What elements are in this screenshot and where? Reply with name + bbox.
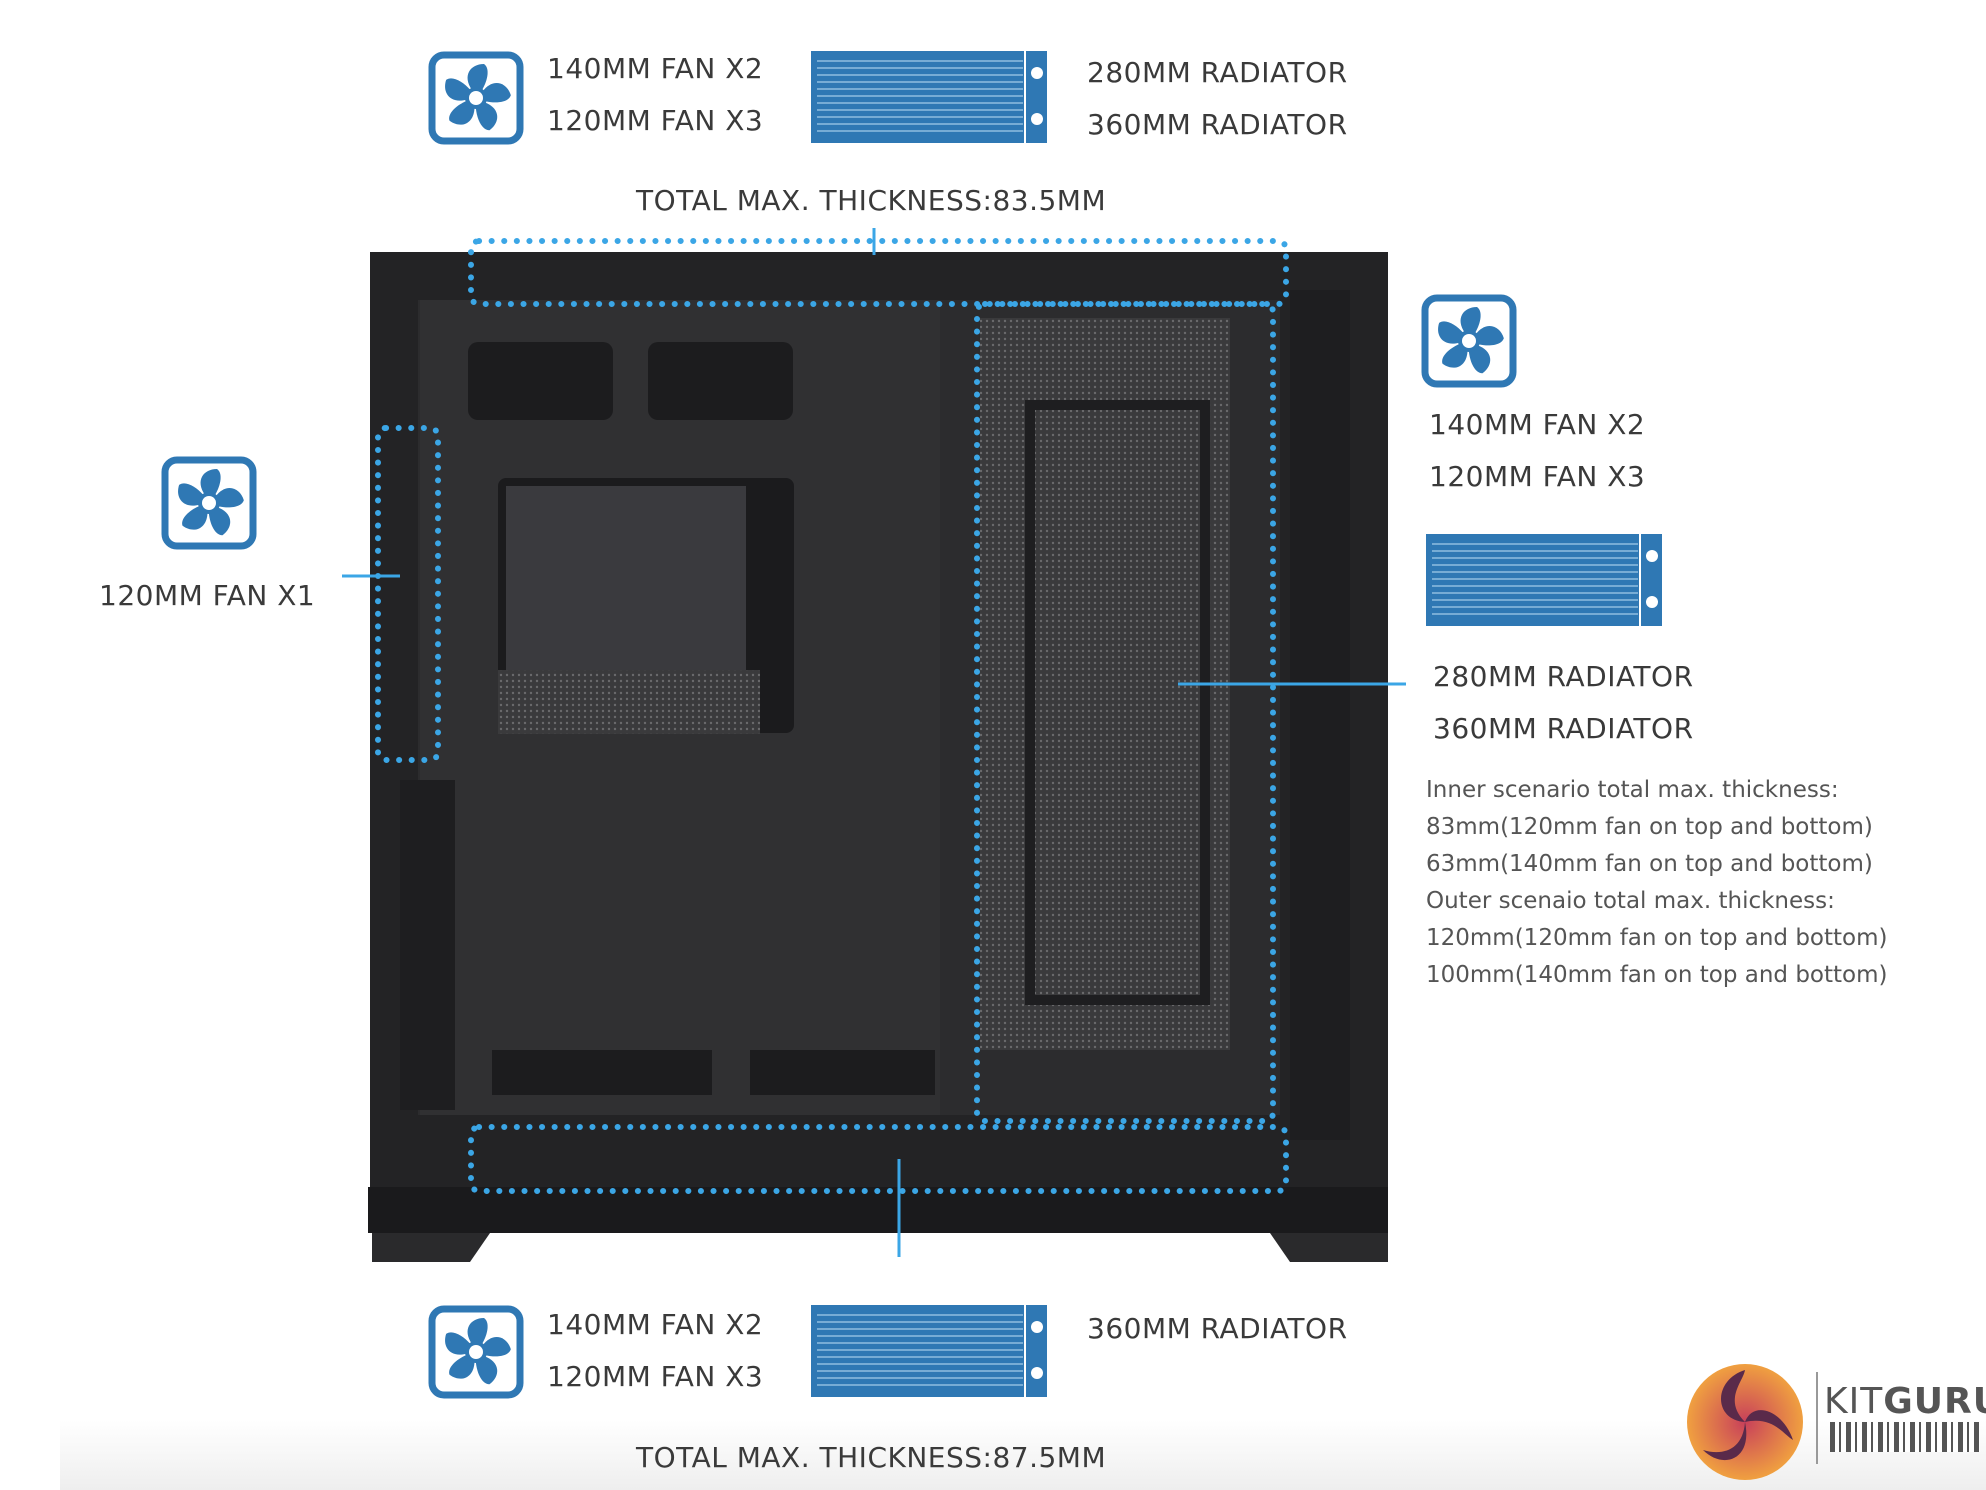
- top-fan-label-2: 120MM FAN X3: [547, 104, 764, 137]
- note-line: 83mm(120mm fan on top and bottom): [1426, 814, 1873, 840]
- right-radiator-label-2: 360MM RADIATOR: [1433, 712, 1694, 745]
- barcode-graphic: [1830, 1422, 1980, 1452]
- brand-bold: GURU: [1883, 1381, 1986, 1422]
- bottom-mount-zone: [468, 1124, 1289, 1194]
- top-radiator-label-2: 360MM RADIATOR: [1087, 108, 1348, 141]
- top-radiator-label-1: 280MM RADIATOR: [1087, 56, 1348, 89]
- logo-divider: [1816, 1372, 1818, 1464]
- fan-icon: [1421, 294, 1517, 388]
- note-line: 120mm(120mm fan on top and bottom): [1426, 925, 1888, 951]
- note-line: Outer scenaio total max. thickness:: [1426, 888, 1835, 914]
- leader-lines: [342, 228, 1406, 1257]
- bottom-fan-label-2: 120MM FAN X3: [547, 1360, 764, 1393]
- top-thickness-label: TOTAL MAX. THICKNESS:83.5MM: [636, 184, 1107, 217]
- top-mount-zone: [468, 238, 1289, 307]
- bottom-fan-label-1: 140MM FAN X2: [547, 1308, 764, 1341]
- radiator-icon: [1426, 533, 1662, 627]
- case-body: [368, 252, 1388, 1262]
- kitguru-wordmark: KITGURU: [1824, 1384, 1986, 1420]
- rear-mount-zone: [375, 425, 441, 763]
- radiator-icon: [811, 1305, 1047, 1397]
- mount-zones: [375, 238, 1289, 1194]
- fan-icon: [161, 456, 257, 550]
- right-radiator-label-1: 280MM RADIATOR: [1433, 660, 1694, 693]
- brand-light: KIT: [1824, 1381, 1884, 1422]
- thickness-notes: Inner scenario total max. thickness: 83m…: [1426, 772, 1887, 994]
- note-line: 100mm(140mm fan on top and bottom): [1426, 962, 1888, 988]
- right-fan-label-2: 120MM FAN X3: [1429, 460, 1646, 493]
- kitguru-logo: [1687, 1364, 1803, 1480]
- side-mount-zone: [974, 301, 1276, 1124]
- bottom-thickness-label: TOTAL MAX. THICKNESS:87.5MM: [636, 1441, 1107, 1474]
- note-line: 63mm(140mm fan on top and bottom): [1426, 851, 1873, 877]
- bottom-shadow-band: [60, 1420, 1986, 1490]
- note-line: Inner scenario total max. thickness:: [1426, 777, 1839, 803]
- right-fan-label-1: 140MM FAN X2: [1429, 408, 1646, 441]
- fan-icon: [428, 1305, 524, 1399]
- top-fan-label-1: 140MM FAN X2: [547, 52, 764, 85]
- left-fan-label: 120MM FAN X1: [99, 579, 316, 612]
- bottom-radiator-label: 360MM RADIATOR: [1087, 1312, 1348, 1345]
